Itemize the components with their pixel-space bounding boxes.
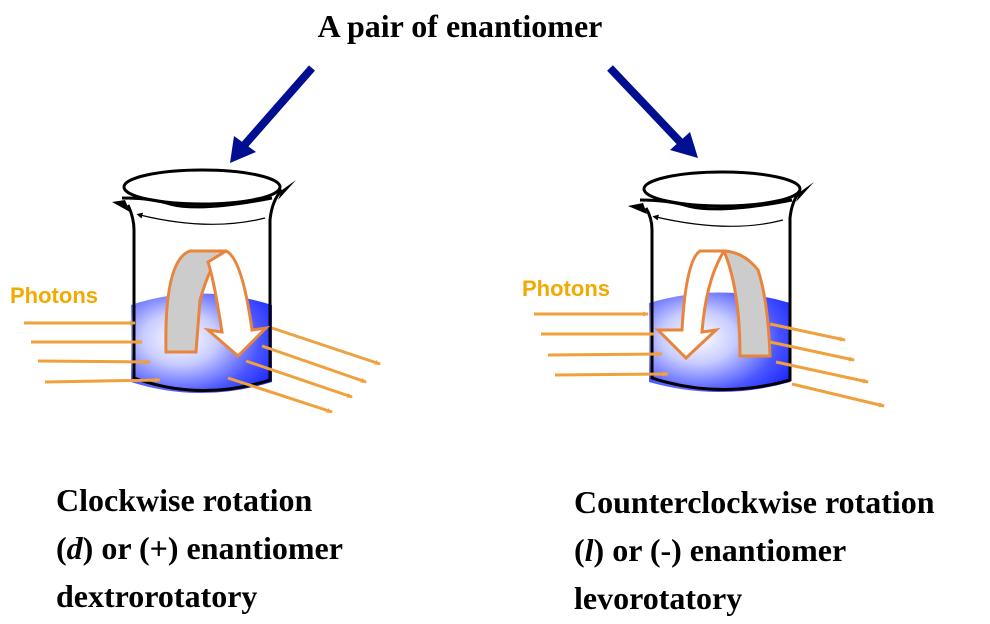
rotation-arrow-counterclockwise xyxy=(654,249,772,361)
caption-line-symbol: (d) or (+) enantiomer xyxy=(56,524,343,572)
beaker-right xyxy=(628,170,814,392)
caption-line-term: dextrorotatory xyxy=(56,578,258,614)
caption-line-term: levorotatory xyxy=(574,580,743,616)
caption-line-symbol-rest: ) or (+) enantiomer xyxy=(82,530,343,566)
photon-rays-out-right xyxy=(769,322,885,408)
symbol-d: d xyxy=(66,530,83,566)
paren-open: ( xyxy=(56,530,67,566)
paren-open: ( xyxy=(574,532,585,568)
symbol-l: l xyxy=(584,532,594,568)
pointer-arrow-left xyxy=(230,65,316,163)
photon-rays-in-right xyxy=(534,311,669,377)
caption-levorotatory: Counterclockwise rotation (l) or (-) ena… xyxy=(574,478,935,622)
caption-dextrorotatory: Clockwise rotation (d) or (+) enantiomer… xyxy=(56,476,343,620)
caption-line-symbol-rest: ) or (-) enantiomer xyxy=(593,532,847,568)
caption-line-rotation: Clockwise rotation xyxy=(56,482,313,518)
pointer-arrow-right xyxy=(607,65,698,158)
caption-line-rotation: Counterclockwise rotation xyxy=(574,484,935,520)
caption-line-symbol: (l) or (-) enantiomer xyxy=(574,526,935,574)
photons-label-left: Photons xyxy=(10,283,98,308)
photons-label-right: Photons xyxy=(522,276,610,301)
diagram-title: A pair of enantiomer xyxy=(317,8,603,44)
rotation-arrow-clockwise xyxy=(164,249,271,359)
photon-rays-out-left xyxy=(227,326,381,414)
photon-rays-in-left xyxy=(24,320,161,384)
